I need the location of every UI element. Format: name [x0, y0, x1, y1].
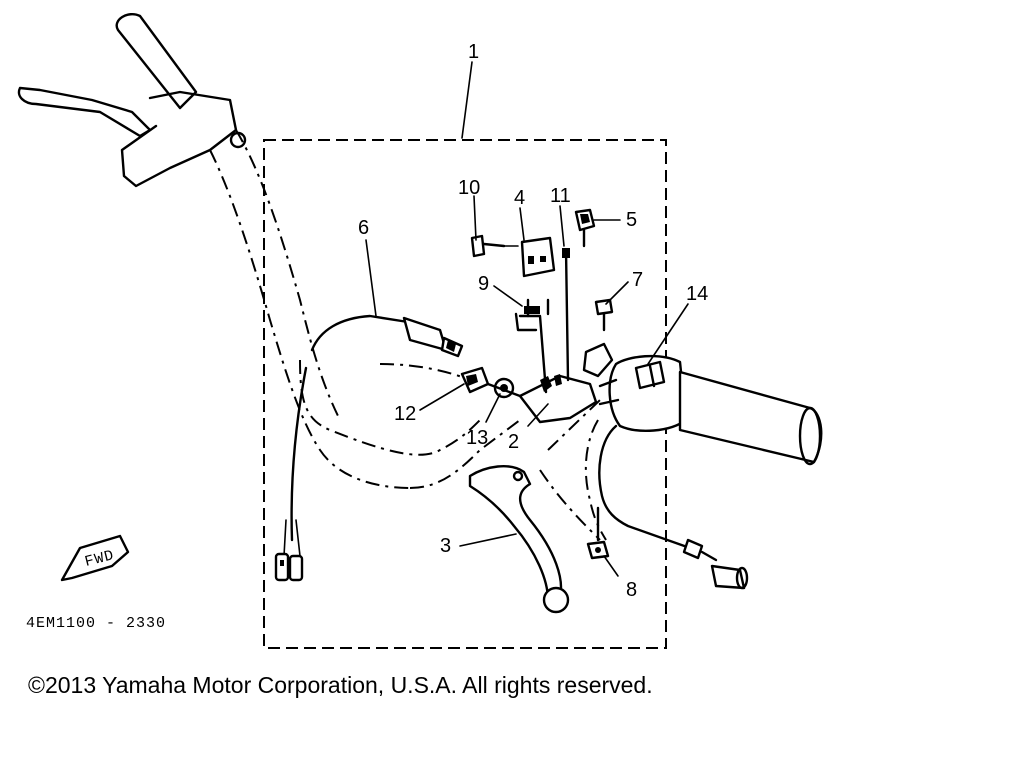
callout-12: 12 [394, 403, 416, 425]
fwd-label: FWD [83, 547, 116, 571]
callout-6: 6 [358, 217, 369, 239]
part-code: 4EM1100 - 2330 [26, 615, 166, 632]
callout-7: 7 [632, 269, 643, 291]
part-10-screw [470, 234, 519, 258]
part-6-clutch-switch-cable [274, 314, 464, 582]
part-14-right-grip [598, 354, 823, 466]
copyright-notice: ©2013 Yamaha Motor Corporation, U.S.A. A… [28, 672, 653, 698]
callout-14: 14 [686, 283, 708, 305]
part-3-lever [468, 465, 570, 614]
callout-9: 9 [478, 273, 489, 295]
callout-8: 8 [626, 579, 637, 601]
callout-10: 10 [458, 177, 480, 199]
part-4-bracket [520, 236, 556, 278]
callout-1: 1 [468, 41, 479, 63]
callout-labels: 1 2 3 4 5 6 7 8 9 10 11 12 13 14 [358, 41, 708, 601]
throttle-cable [584, 419, 749, 590]
part-7-screw [594, 298, 614, 332]
fwd-indicator: FWD [60, 534, 130, 582]
left-grip-assembly [17, 13, 411, 489]
callout-3: 3 [440, 535, 451, 557]
callout-2: 2 [508, 431, 519, 453]
assembly-boundary [263, 139, 667, 649]
lever-holder-assembly [460, 248, 614, 424]
leader-lines [365, 61, 689, 577]
callout-5: 5 [626, 209, 637, 231]
callout-11: 11 [550, 185, 571, 207]
callout-13: 13 [466, 427, 488, 449]
handlebar [299, 359, 601, 541]
clutch-cable [379, 363, 471, 381]
callout-4: 4 [514, 187, 525, 209]
part-5-screw [574, 208, 596, 248]
